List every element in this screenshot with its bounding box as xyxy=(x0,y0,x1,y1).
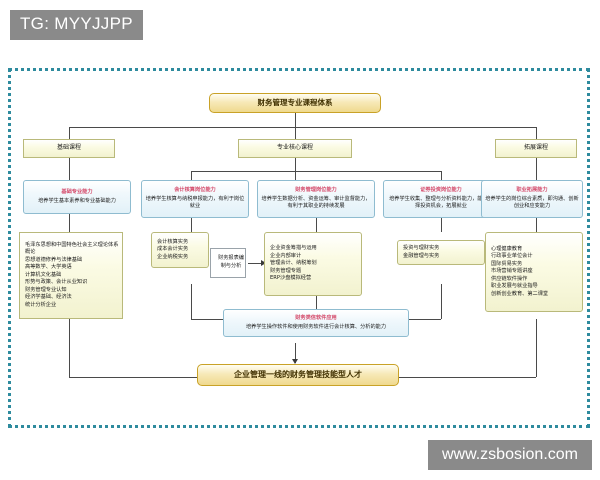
connector-bus-core xyxy=(295,127,296,139)
ability-node-basic[interactable]: 基础专业能力 培养学生基本素养和专业基础能力 xyxy=(23,180,131,214)
course-node-report[interactable]: 财务报表编制与分析 xyxy=(210,248,246,278)
connector-ability-inv-down xyxy=(441,218,442,232)
connector-inv-return-v xyxy=(441,284,442,319)
connector-core-spread xyxy=(191,171,441,172)
category-node-basic[interactable]: 基础课程 xyxy=(23,139,115,158)
connector-category-bus xyxy=(69,127,536,128)
connector-bus-basic xyxy=(69,127,70,139)
ability-node-financial-management-post[interactable]: 财务管理岗位能力 培养学生数据分析、资金运筹、审计监督能力，有利于其职业的持续发… xyxy=(257,180,375,218)
category-node-extend[interactable]: 拓展课程 xyxy=(495,139,577,158)
connector-core-to-ability xyxy=(295,158,296,180)
connector-acct-software-h xyxy=(191,319,223,320)
connector-report-right xyxy=(248,263,264,264)
connector-extend-to-ability xyxy=(536,158,537,180)
connector-inv-return-h xyxy=(399,319,441,320)
connector-ability-acct-down xyxy=(191,218,192,232)
telegram-watermark-badge: TG: MYYJJPP xyxy=(10,10,143,40)
connector-ability-ext-down xyxy=(536,218,537,232)
connector-extend-return-h xyxy=(399,377,536,378)
course-list-accounting[interactable]: 会计核算实务 成本会计实务 企业纳税实务 xyxy=(151,232,209,268)
connector-bus-extend xyxy=(536,127,537,139)
connector-software-to-goal xyxy=(295,343,296,363)
ability-node-securities-investment-post[interactable]: 证券投资岗位能力 培养学生收集、整理与分析资料能力，能够选择投资机会，拓展就业 xyxy=(383,180,499,218)
course-list-finance[interactable]: 企业资金筹措与运用 企业内部审计 管理会计、纳税筹划 财务管理专题 ERP沙盘模… xyxy=(264,232,362,296)
ability-node-career-development[interactable]: 职业拓展能力 培养学生的岗位综合素质，即沟通、创新创业和应变能力 xyxy=(481,180,583,218)
site-watermark: www.zsbosion.com xyxy=(427,440,592,470)
connector-basic-to-ability xyxy=(69,158,70,180)
diagram-title-node: 财务管理专业课程体系 xyxy=(209,93,381,113)
course-list-extend[interactable]: 心理健康教育 行政事业单位会计 国际贸易实务 市场营销专题讲座 供应链软件操作 … xyxy=(485,232,583,312)
connector-ability-fin-down xyxy=(316,218,317,232)
connector-ability-basic-down xyxy=(69,214,70,232)
connector-fin-to-software xyxy=(316,296,317,319)
course-list-basic[interactable]: 毛泽东思想和中国特色社会主义理论体系概论 思想道德修养与法律基础 高等数学、大学… xyxy=(19,232,123,319)
connector-basic-return-h xyxy=(69,377,197,378)
connector-core-spread-a xyxy=(191,171,192,180)
arrow-to-goal xyxy=(292,359,298,364)
connector-basic-return-v xyxy=(69,319,70,377)
connector-title-down xyxy=(295,113,296,127)
software-application-node[interactable]: 财务类信软件应用 培养学生操作软件和使用财务软件进行会计核算、分析的能力 xyxy=(223,309,409,337)
connector-extend-return-v xyxy=(536,319,537,377)
category-node-core[interactable]: 专业核心课程 xyxy=(238,139,352,158)
arrow-report-to-finance xyxy=(261,260,266,266)
goal-node: 企业管理一线的财务管理技能型人才 xyxy=(197,364,399,386)
diagram-canvas: 财务管理专业课程体系 基础课程 专业核心课程 拓展课程 基础专业能力 培养学生基… xyxy=(8,68,590,428)
course-list-investment[interactable]: 投资与理财实务 金融管理与实务 xyxy=(397,240,485,265)
ability-node-accounting-post[interactable]: 会计核算岗位能力 培养学生核算与纳税申报能力，有利于岗位就业 xyxy=(141,180,249,218)
connector-core-spread-c xyxy=(441,171,442,180)
connector-acct-to-software xyxy=(191,284,192,319)
